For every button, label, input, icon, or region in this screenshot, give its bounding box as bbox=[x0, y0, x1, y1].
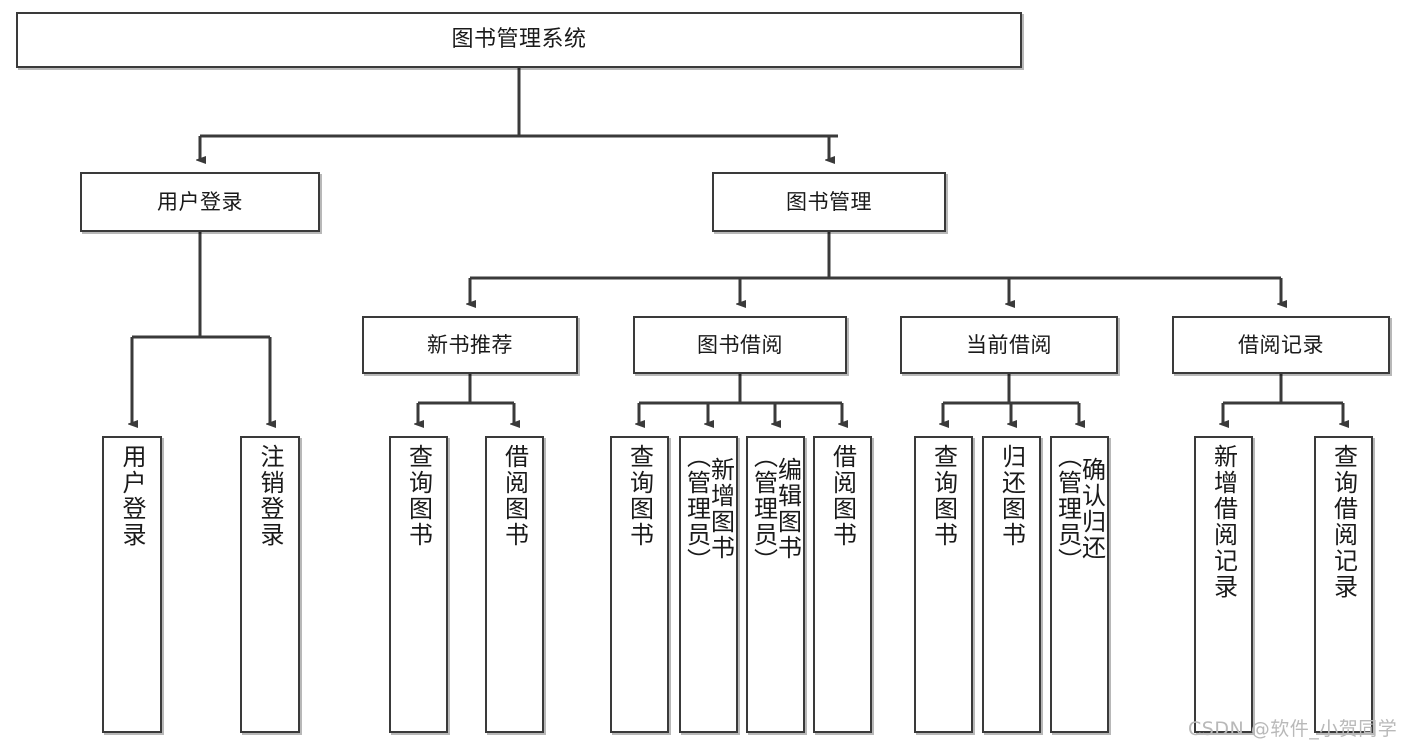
node-label: 新增借阅记录 bbox=[1209, 444, 1238, 600]
node-new-book-recommendation[interactable]: 新书推荐 bbox=[362, 316, 578, 374]
watermark: CSDN @软件_小贺同学 bbox=[1188, 718, 1398, 740]
leaf-query-book-current[interactable]: 查询图书 bbox=[914, 436, 973, 733]
leaf-edit-book-admin[interactable]: 编辑图书 （管理员） bbox=[746, 436, 805, 733]
node-label: 查询图书 bbox=[929, 444, 958, 548]
node-label: 编辑图书 （管理员） bbox=[749, 444, 802, 574]
node-label: 当前借阅 bbox=[966, 332, 1052, 357]
node-book-management[interactable]: 图书管理 bbox=[712, 172, 946, 232]
leaf-query-book-rec[interactable]: 查询图书 bbox=[389, 436, 448, 733]
node-current-borrow[interactable]: 当前借阅 bbox=[900, 316, 1118, 374]
leaf-add-borrow-record[interactable]: 新增借阅记录 bbox=[1194, 436, 1253, 733]
node-label: 注销登录 bbox=[256, 444, 284, 548]
node-label: 图书管理 bbox=[786, 189, 872, 214]
leaf-query-book-borrow[interactable]: 查询图书 bbox=[610, 436, 669, 733]
node-label: 图书管理系统 bbox=[451, 26, 587, 52]
node-user-login[interactable]: 用户登录 bbox=[80, 172, 320, 232]
node-label: 查询图书 bbox=[625, 444, 654, 548]
node-label: 借阅图书 bbox=[828, 444, 857, 548]
node-label: 借阅记录 bbox=[1238, 332, 1324, 357]
node-label: 查询借阅记录 bbox=[1329, 444, 1358, 600]
node-label: 用户登录 bbox=[118, 444, 146, 548]
node-label: 新书推荐 bbox=[427, 332, 513, 357]
node-label: 新增图书 （管理员） bbox=[682, 444, 735, 574]
leaf-logout[interactable]: 注销登录 bbox=[240, 436, 300, 733]
node-label: 查询图书 bbox=[404, 444, 433, 548]
node-label: 图书借阅 bbox=[697, 332, 783, 357]
node-borrow-record[interactable]: 借阅记录 bbox=[1172, 316, 1390, 374]
leaf-borrow-book[interactable]: 借阅图书 bbox=[813, 436, 872, 733]
leaf-user-login[interactable]: 用户登录 bbox=[102, 436, 162, 733]
leaf-return-book[interactable]: 归还图书 bbox=[982, 436, 1041, 733]
node-label: 借阅图书 bbox=[500, 444, 529, 548]
leaf-borrow-book-rec[interactable]: 借阅图书 bbox=[485, 436, 544, 733]
leaf-query-borrow-record[interactable]: 查询借阅记录 bbox=[1314, 436, 1373, 733]
leaf-confirm-return-admin[interactable]: 确认归还 （管理员） bbox=[1050, 436, 1109, 733]
node-book-borrow[interactable]: 图书借阅 bbox=[633, 316, 847, 374]
node-label: 归还图书 bbox=[997, 444, 1026, 548]
node-label: 确认归还 （管理员） bbox=[1053, 444, 1106, 574]
node-root[interactable]: 图书管理系统 bbox=[16, 12, 1022, 68]
node-label: 用户登录 bbox=[157, 189, 243, 214]
leaf-add-book-admin[interactable]: 新增图书 （管理员） bbox=[679, 436, 738, 733]
